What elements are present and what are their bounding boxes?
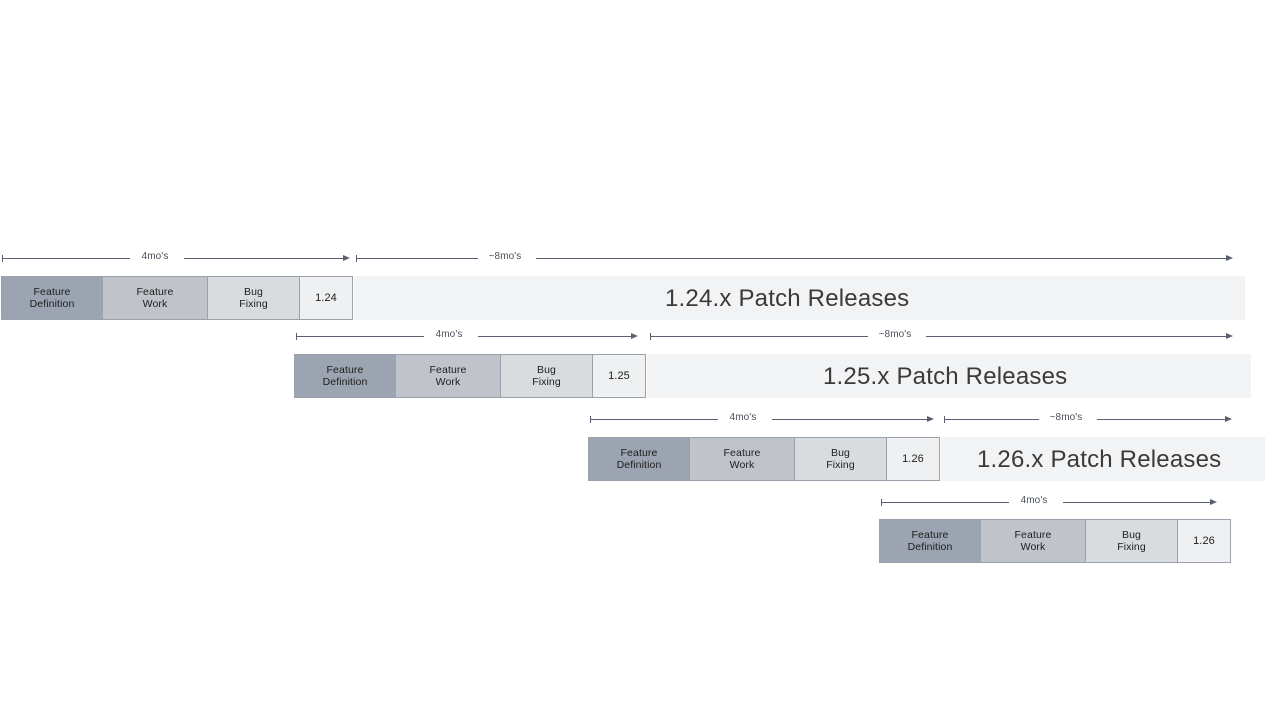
phase-line-2: Work (1020, 541, 1046, 553)
phase-feature-definition-125: Feature Definition (295, 355, 396, 397)
phase-line-1: Feature (620, 446, 658, 459)
phase-feature-definition-127: Feature Definition (880, 520, 981, 562)
patch-duration-label-125: ~8mo's (878, 329, 912, 340)
phase-feature-work-126: Feature Work (690, 438, 795, 480)
phase-line-2: Definition (907, 541, 953, 553)
dev-duration-measure-126: 4mo's (590, 412, 938, 427)
dev-duration-measure-124: 4mo's (2, 251, 350, 266)
version-marker-124: 1.24 (300, 277, 352, 319)
phase-line-2: Fixing (826, 459, 855, 471)
phase-bug-fixing-125: Bug Fixing (501, 355, 593, 397)
dev-duration-measure-127: 4mo's (881, 495, 1229, 510)
phase-line-2: Work (729, 459, 755, 471)
dev-duration-label-127: 4mo's (1020, 495, 1048, 506)
phase-line-1: Feature (429, 363, 467, 376)
patch-duration-label-124: ~8mo's (488, 251, 522, 262)
phase-line-1: Bug (831, 446, 850, 459)
dev-duration-measure-125: 4mo's (296, 329, 644, 344)
phase-line-2: Definition (616, 459, 662, 471)
phase-strip-127: Feature Definition Feature Work Bug Fixi… (879, 519, 1231, 563)
patch-release-band-125 (647, 354, 1251, 398)
phase-bug-fixing-126: Bug Fixing (795, 438, 887, 480)
phase-feature-work-127: Feature Work (981, 520, 1086, 562)
phase-bug-fixing-127: Bug Fixing (1086, 520, 1178, 562)
patch-release-label-125: 1.25.x Patch Releases (823, 363, 1068, 390)
patch-release-label-124: 1.24.x Patch Releases (665, 285, 910, 312)
phase-strip-125: Feature Definition Feature Work Bug Fixi… (294, 354, 646, 398)
phase-line-1: Bug (537, 363, 556, 376)
phase-line-2: Fixing (239, 298, 268, 310)
phase-line-2: Work (435, 376, 461, 388)
patch-duration-measure-125: ~8mo's (650, 329, 1234, 344)
phase-line-2: Fixing (1117, 541, 1146, 553)
dev-duration-label-125: 4mo's (435, 329, 463, 340)
phase-line-1: Feature (911, 528, 949, 541)
version-marker-125: 1.25 (593, 355, 645, 397)
dev-duration-label-124: 4mo's (141, 251, 169, 262)
dev-duration-label-126: 4mo's (729, 412, 757, 423)
patch-duration-label-126: ~8mo's (1049, 412, 1083, 423)
phase-strip-126: Feature Definition Feature Work Bug Fixi… (588, 437, 940, 481)
patch-release-label-126: 1.26.x Patch Releases (977, 446, 1222, 473)
version-marker-126: 1.26 (887, 438, 939, 480)
patch-release-band-124 (354, 276, 1245, 320)
phase-line-1: Feature (136, 285, 174, 298)
phase-line-1: Feature (723, 446, 761, 459)
phase-line-1: Bug (1122, 528, 1141, 541)
phase-line-1: Feature (326, 363, 364, 376)
phase-line-2: Fixing (532, 376, 561, 388)
phase-feature-definition-126: Feature Definition (589, 438, 690, 480)
version-marker-127: 1.26 (1178, 520, 1230, 562)
phase-strip-124: Feature Definition Feature Work Bug Fixi… (1, 276, 353, 320)
patch-duration-measure-124: ~8mo's (356, 251, 1234, 266)
phase-feature-work-125: Feature Work (396, 355, 501, 397)
phase-line-1: Bug (244, 285, 263, 298)
phase-feature-work-124: Feature Work (103, 277, 208, 319)
patch-duration-measure-126: ~8mo's (944, 412, 1234, 427)
patch-release-band-126 (941, 437, 1265, 481)
phase-line-2: Definition (29, 298, 75, 310)
phase-line-1: Feature (33, 285, 71, 298)
phase-line-2: Definition (322, 376, 368, 388)
phase-bug-fixing-124: Bug Fixing (208, 277, 300, 319)
phase-line-1: Feature (1014, 528, 1052, 541)
phase-line-2: Work (142, 298, 168, 310)
phase-feature-definition-124: Feature Definition (2, 277, 103, 319)
